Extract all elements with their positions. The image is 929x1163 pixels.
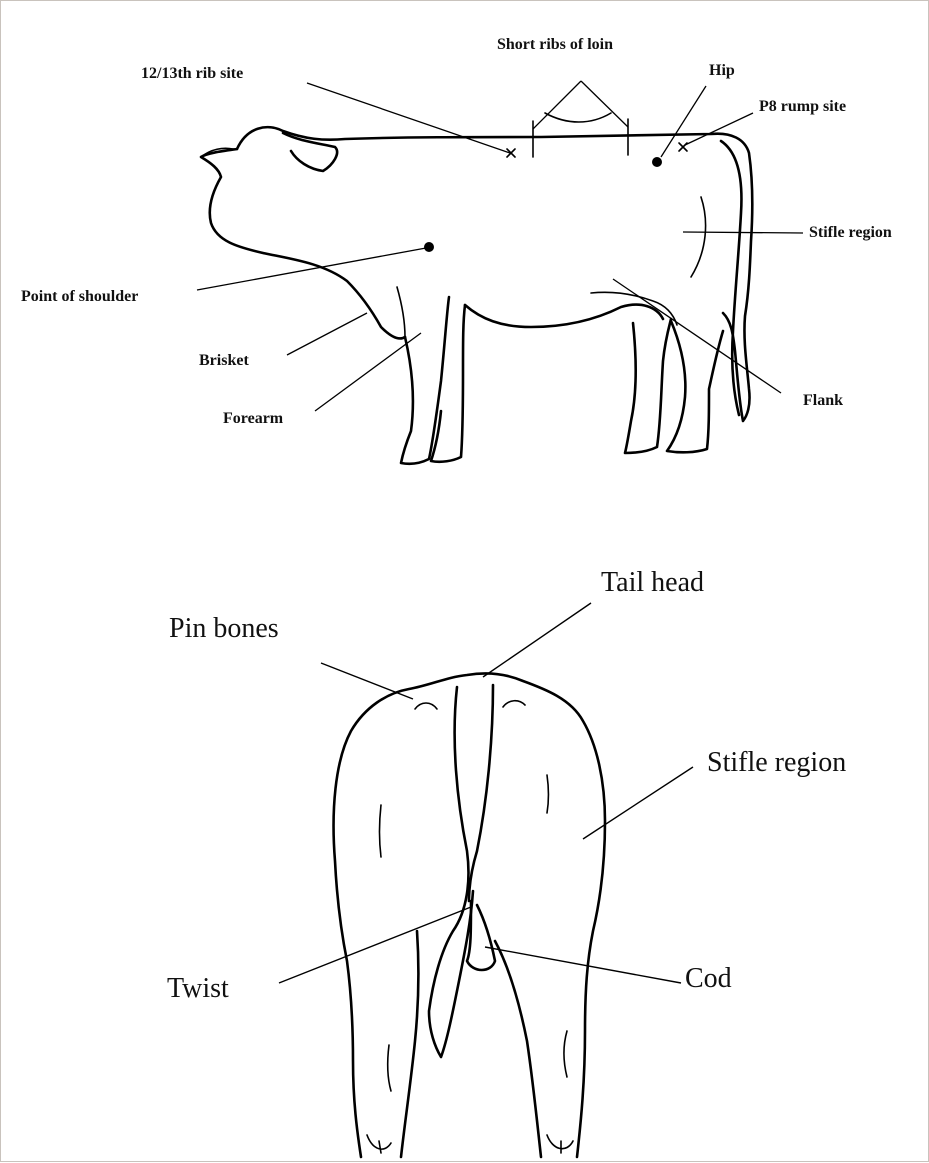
rear-hock-left — [388, 1045, 391, 1091]
side-front-leg-near — [401, 297, 449, 464]
label-point-of-shoulder: Point of shoulder — [21, 288, 138, 305]
leader-flank — [613, 279, 781, 393]
rear-tail — [429, 687, 473, 1057]
side-hind-leg-far — [625, 319, 671, 453]
side-cow-head — [201, 149, 405, 339]
side-hind-thigh — [591, 292, 677, 325]
leader-rib-site — [307, 83, 510, 153]
side-cow-outline — [237, 127, 752, 421]
shoulder-point — [424, 242, 434, 252]
label-hip: Hip — [709, 62, 735, 79]
leader-tail-head — [483, 603, 591, 677]
leader-stifle — [683, 232, 803, 233]
rear-hock-right — [564, 1031, 567, 1077]
rear-muscle-right — [547, 775, 549, 813]
side-forearm-line — [397, 287, 405, 337]
label-cod: Cod — [685, 963, 732, 994]
label-stifle-rear: Stifle region — [707, 747, 846, 778]
rear-hoof-right — [547, 1135, 573, 1153]
leader-shoulder — [197, 248, 426, 290]
rear-muscle-left — [380, 805, 382, 857]
short-ribs-arc — [545, 113, 611, 122]
rear-leg-left-inner — [401, 931, 418, 1157]
label-pin-bones: Pin bones — [169, 613, 279, 644]
rear-cod — [467, 901, 495, 970]
side-front-leg-far — [431, 305, 465, 462]
rear-leg-right-inner — [495, 941, 541, 1157]
label-brisket: Brisket — [199, 352, 249, 369]
leader-brisket — [287, 313, 367, 355]
side-stifle-curve — [691, 197, 706, 277]
label-p8-rump: P8 rump site — [759, 98, 846, 115]
side-hind-leg-near — [667, 321, 723, 452]
rear-pin-mark-right — [503, 701, 525, 707]
leader-forearm — [315, 333, 421, 411]
label-short-ribs: Short ribs of loin — [497, 36, 613, 53]
leader-p8 — [685, 113, 753, 145]
leader-twist — [279, 907, 471, 983]
leader-cod — [485, 947, 681, 983]
rear-pin-mark-left — [415, 703, 437, 709]
label-rib-site: 12/13th rib site — [141, 65, 243, 82]
leader-stifle-rear — [583, 767, 693, 839]
side-view: 12/13th rib site Short ribs of loin Hip … — [21, 36, 892, 464]
label-twist: Twist — [167, 973, 229, 1004]
label-flank: Flank — [803, 392, 843, 409]
label-stifle-side: Stifle region — [809, 224, 892, 241]
rear-view: Tail head Pin bones Stifle region Twist … — [167, 567, 846, 1157]
rear-tail-right-edge — [469, 685, 493, 901]
label-tail-head: Tail head — [601, 567, 704, 598]
leader-pin-bones — [321, 663, 413, 699]
hip-point — [652, 157, 662, 167]
label-forearm: Forearm — [223, 410, 284, 427]
rear-hoof-left — [367, 1135, 391, 1153]
